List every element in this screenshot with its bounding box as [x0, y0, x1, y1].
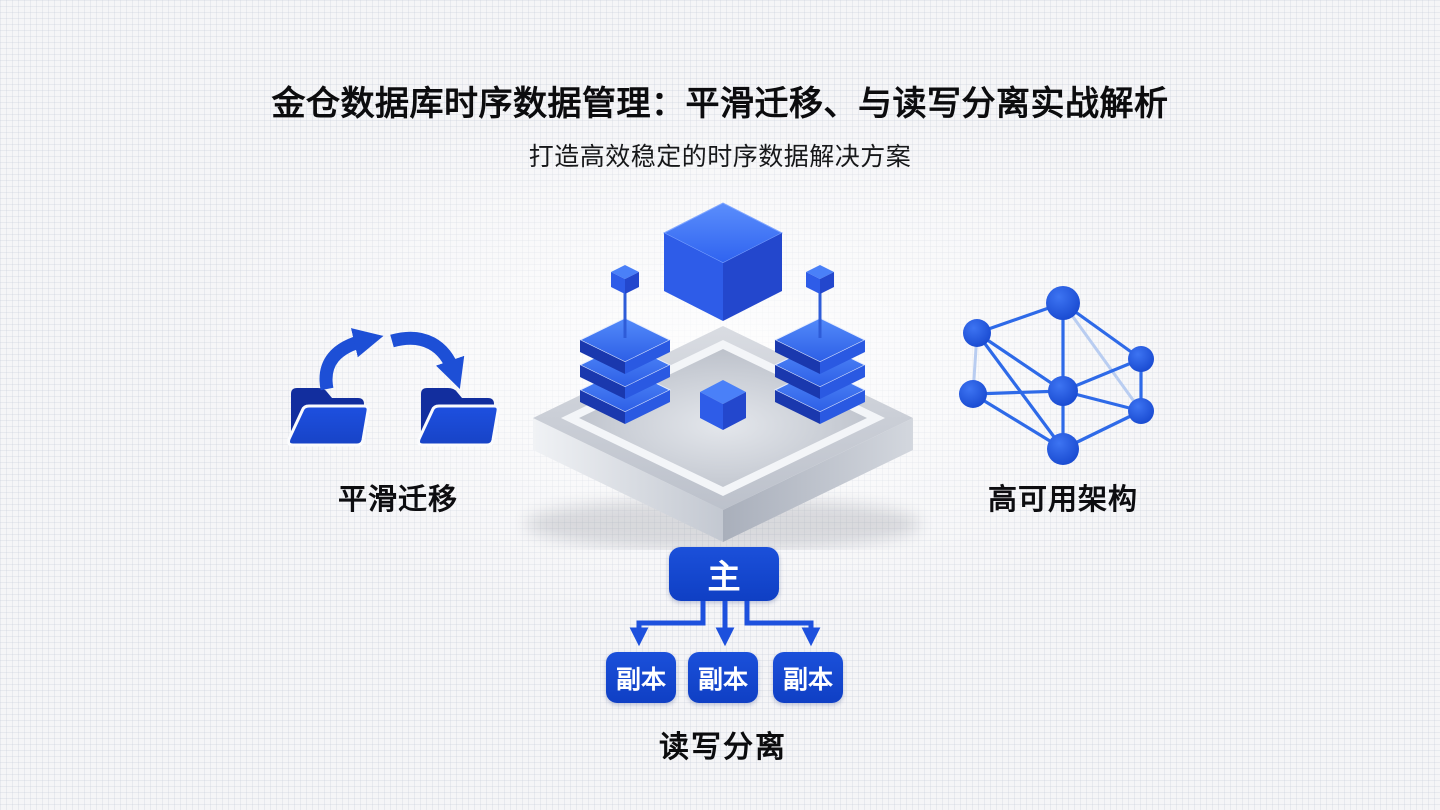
big-cube-icon: [662, 202, 784, 321]
replica-node-label: 副本: [697, 665, 748, 694]
folder-transfer-icon: [287, 328, 500, 447]
replica-node-box: 副本: [688, 652, 758, 703]
network-mesh-icon: [959, 286, 1154, 465]
database-stack-left-icon: [578, 265, 672, 424]
replication-caption: 读写分离: [659, 731, 787, 764]
folder-icon: [417, 386, 500, 447]
small-cube-left-icon: [611, 265, 639, 294]
isometric-database-platform-icon: [525, 202, 921, 550]
replica-node-box: 副本: [606, 652, 676, 703]
front-cube-icon: [700, 380, 746, 430]
replica-node-box: 副本: [773, 652, 843, 703]
page-title: 金仓数据库时序数据管理：平滑迁移、与读写分离实战解析: [271, 85, 1169, 123]
replica-node-label: 副本: [782, 665, 833, 694]
folder-icon: [287, 388, 370, 447]
mesh-nodes: [959, 286, 1154, 465]
replication-arrows-icon: [629, 601, 821, 647]
feature-label-high-availability: 高可用架构: [987, 484, 1138, 516]
small-cube-right-icon: [806, 265, 834, 294]
master-node-box: 主: [669, 547, 779, 601]
database-stack-right-icon: [773, 265, 867, 424]
feature-label-migration: 平滑迁移: [337, 484, 458, 516]
page-subtitle: 打造高效稳定的时序数据解决方案: [528, 143, 912, 171]
transfer-arrows-icon: [319, 328, 465, 391]
master-node-label: 主: [707, 558, 741, 595]
replica-node-label: 副本: [615, 665, 666, 694]
